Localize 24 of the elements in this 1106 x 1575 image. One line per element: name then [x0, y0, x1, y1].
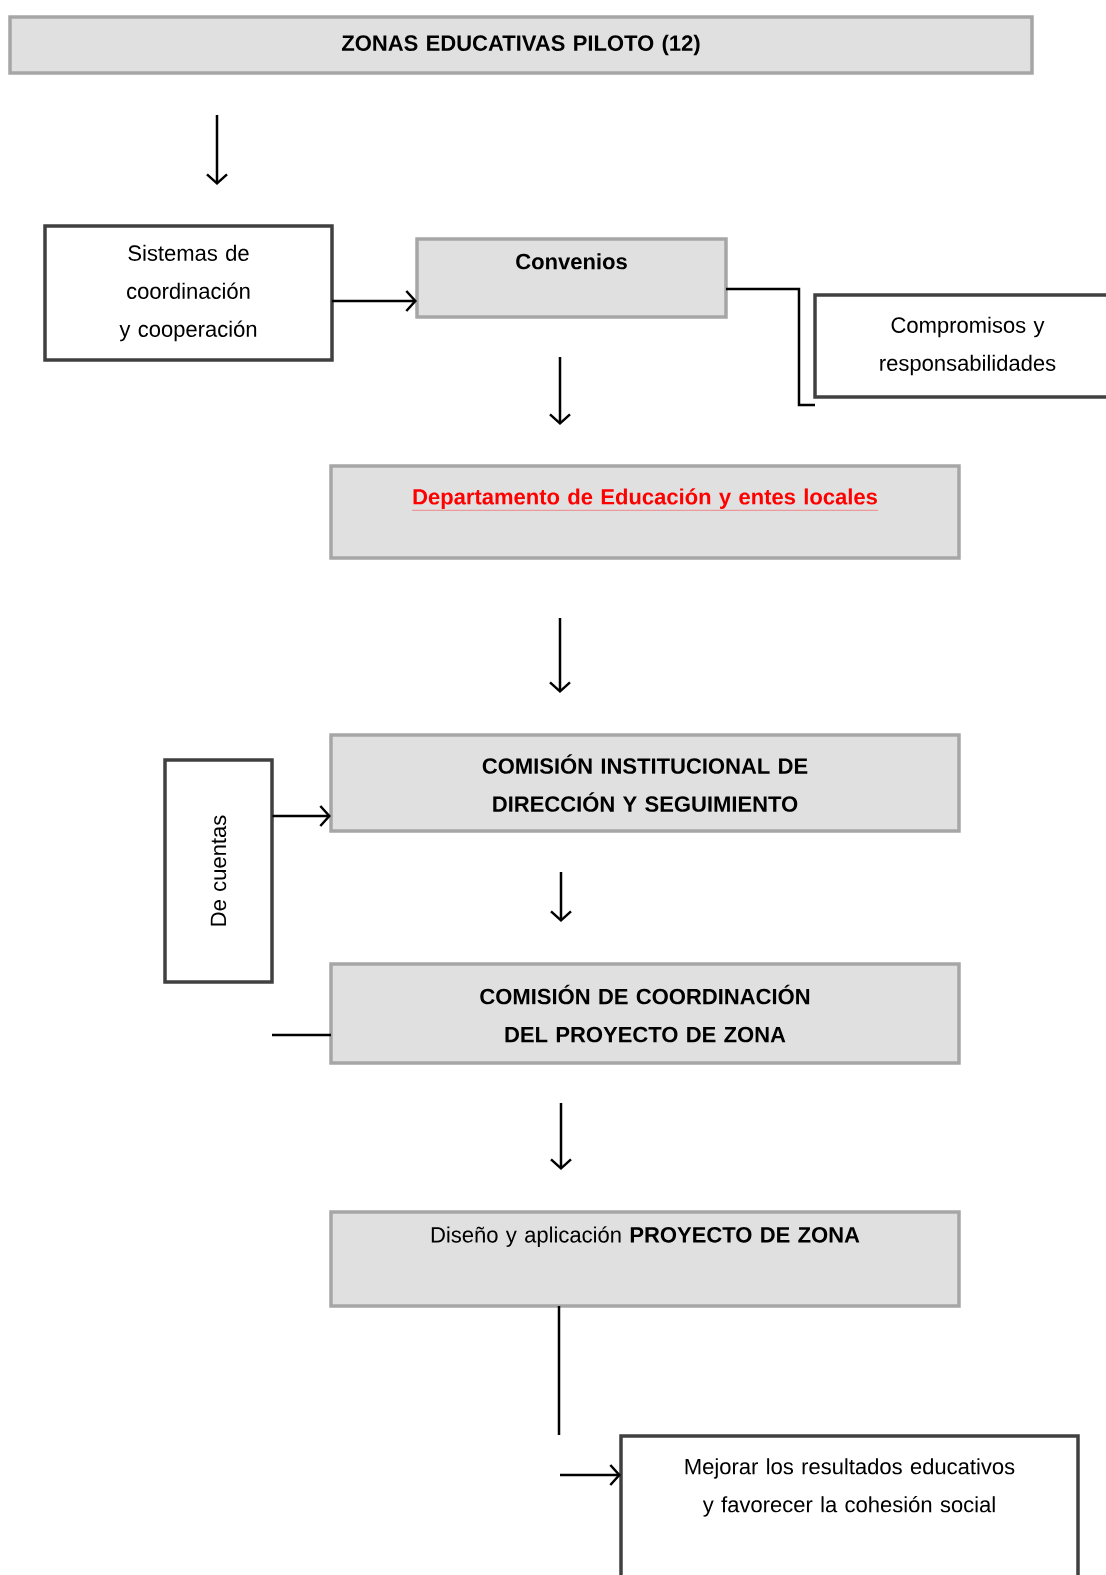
arrow [206, 115, 228, 185]
box-text: Departamento de Educación y entes locales [411, 488, 879, 511]
arrow [272, 805, 331, 827]
goal-box [619, 1434, 1080, 1575]
process-box [329, 1210, 961, 1308]
box-text: Convenios [516, 253, 627, 270]
process-box: Compromisos y responsabilidades [813, 293, 1106, 399]
vertical-box: De cuentas [163, 758, 274, 984]
arrow [550, 872, 572, 922]
process-box [415, 237, 728, 319]
arrow [549, 618, 571, 693]
connector-line [272, 1033, 331, 1037]
process-box [329, 464, 961, 560]
arrow [332, 290, 417, 312]
process-box: Sistemas de coordinación y cooperación [43, 224, 334, 362]
box-text: Diseño y aplicación PROYECTO DE ZONA [431, 1226, 860, 1247]
arrow [560, 1464, 621, 1486]
process-box: COMISIÓN INSTITUCIONAL DE DIRECCIÓN Y SEGUIMIENTO [329, 733, 961, 833]
arrow [549, 357, 571, 425]
arrow [550, 1103, 572, 1170]
process-box: COMISIÓN DE COORDINACIÓN DEL PROYECTO DE ZONA [329, 962, 961, 1065]
box-text: Mejorar los resultados educativos y favorecer la cohesión social [685, 1458, 1015, 1517]
title-banner: ZONAS EDUCATIVAS PILOTO (12) [8, 15, 1034, 75]
connector-line [557, 1306, 561, 1435]
